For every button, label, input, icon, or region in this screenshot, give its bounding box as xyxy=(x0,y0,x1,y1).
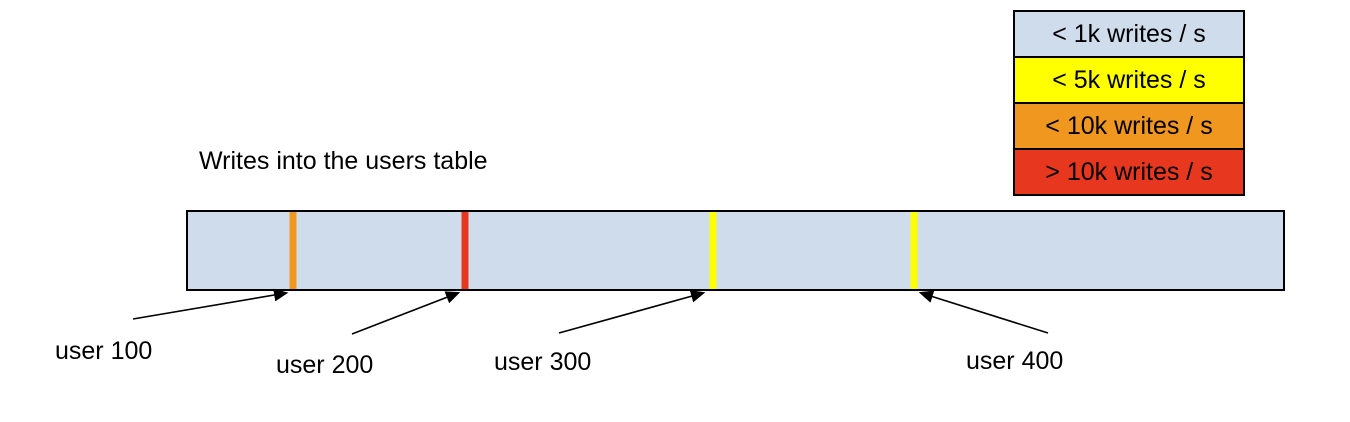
legend-item-lt-5k: < 5k writes / s xyxy=(1015,56,1243,102)
write-hotspot-marker-user-200 xyxy=(461,212,469,289)
legend-item-label: < 10k writes / s xyxy=(1045,111,1213,140)
write-hotspot-marker-user-100 xyxy=(289,212,297,289)
legend-item-lt-1k: < 1k writes / s xyxy=(1015,12,1243,56)
user-400-label: user 400 xyxy=(966,347,1064,375)
arrow-user-400 xyxy=(918,290,1049,334)
user-100-label: user 100 xyxy=(55,337,153,365)
legend-item-label: < 1k writes / s xyxy=(1052,19,1206,48)
write-hotspot-marker-user-300 xyxy=(709,212,716,289)
users-table-bar xyxy=(186,210,1285,291)
user-200-label: user 200 xyxy=(276,351,374,379)
arrow-user-300 xyxy=(558,290,706,334)
arrow-user-100 xyxy=(132,288,289,320)
legend-item-label: > 10k writes / s xyxy=(1045,157,1213,186)
arrow-user-200 xyxy=(351,291,461,335)
user-300-label: user 300 xyxy=(494,348,592,376)
legend-item-gt-10k: > 10k writes / s xyxy=(1015,148,1243,194)
legend: < 1k writes / s < 5k writes / s < 10k wr… xyxy=(1013,10,1245,196)
legend-item-label: < 5k writes / s xyxy=(1052,65,1206,94)
legend-item-lt-10k: < 10k writes / s xyxy=(1015,102,1243,148)
diagram-title: Writes into the users table xyxy=(199,147,488,175)
write-hotspot-marker-user-400 xyxy=(910,212,918,289)
